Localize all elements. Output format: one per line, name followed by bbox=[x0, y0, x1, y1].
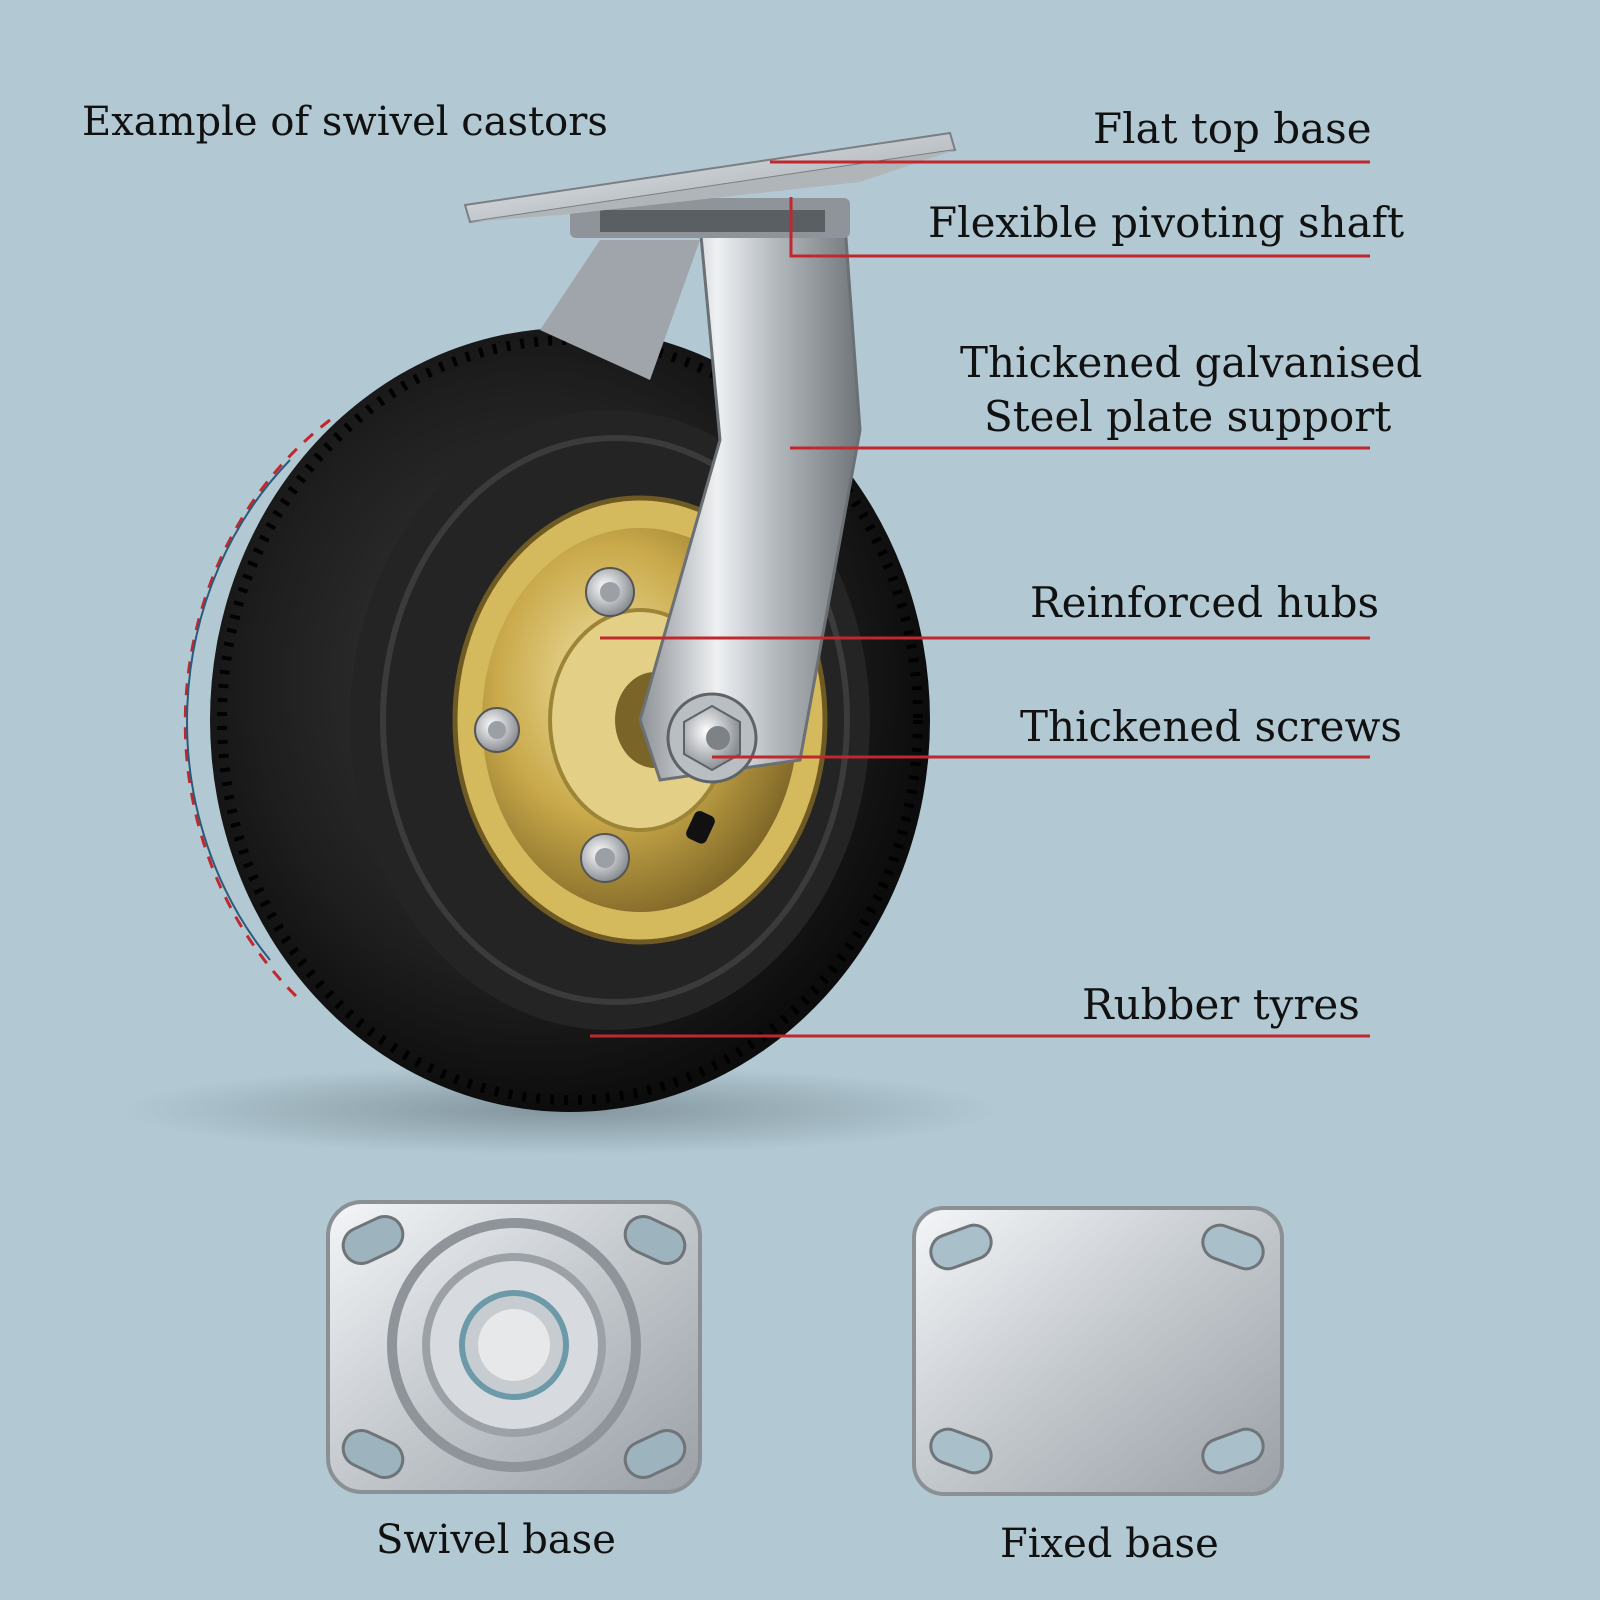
valve-stem bbox=[686, 811, 715, 844]
swivel-base-plate bbox=[326, 1200, 702, 1494]
caption-fixed-base: Fixed base bbox=[1000, 1521, 1219, 1567]
fork-back-plate bbox=[540, 240, 700, 380]
caption-swivel-base: Swivel base bbox=[376, 1517, 616, 1563]
label-thickened-galvanised: Thickened galvanised bbox=[960, 338, 1423, 387]
fixed-base-plate bbox=[912, 1206, 1284, 1496]
diagram-heading: Example of swivel castors bbox=[82, 99, 608, 145]
leader-line-pivoting-shaft bbox=[789, 197, 1370, 258]
flat-top-base-plate bbox=[463, 131, 957, 238]
hub-bolt bbox=[474, 707, 520, 753]
label-steel-plate-support: Steel plate support bbox=[984, 392, 1392, 441]
leader-lines bbox=[590, 160, 1370, 1038]
label-reinforced-hubs: Reinforced hubs bbox=[1030, 578, 1380, 627]
label-flexible-pivoting-shaft: Flexible pivoting shaft bbox=[928, 198, 1405, 247]
hub-bolt bbox=[585, 567, 635, 617]
label-flat-top-base: Flat top base bbox=[1093, 104, 1372, 153]
axle-nut bbox=[666, 692, 758, 784]
label-rubber-tyres: Rubber tyres bbox=[1082, 980, 1360, 1029]
label-thickened-screws: Thickened screws bbox=[1020, 702, 1402, 751]
hub-bolt bbox=[580, 833, 630, 883]
